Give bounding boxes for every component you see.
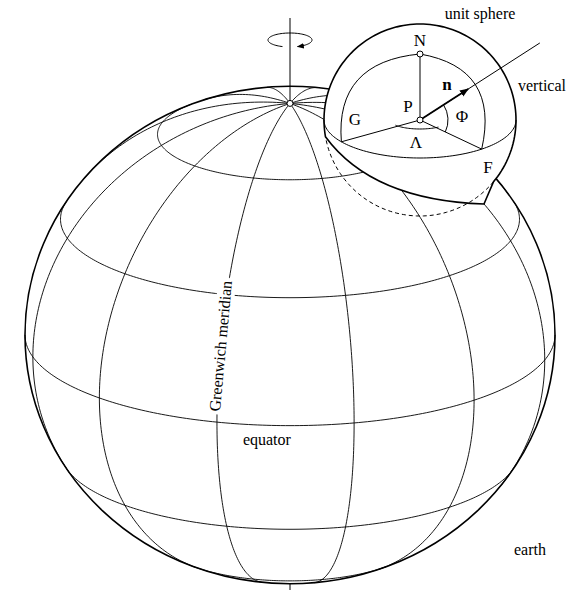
parallel-line bbox=[61, 202, 520, 298]
unit-sphere-lines bbox=[324, 43, 540, 158]
direction-label: vertical bbox=[518, 78, 566, 94]
point-label: N bbox=[414, 32, 426, 49]
rotation-arrow bbox=[268, 33, 312, 47]
point-marker bbox=[417, 51, 423, 57]
hidden-sphere-edge bbox=[325, 137, 493, 216]
meridian-line bbox=[267, 87, 290, 103]
point-label: F bbox=[483, 159, 492, 176]
meridian-label: Greenwich meridian bbox=[205, 277, 235, 415]
vector-label: n bbox=[442, 76, 451, 93]
north-pole bbox=[287, 100, 293, 106]
point-label: G bbox=[349, 111, 361, 128]
meridian-line bbox=[99, 103, 290, 567]
axis-direction bbox=[420, 54, 421, 120]
body-label: earth bbox=[514, 542, 546, 558]
angle-label: Φ bbox=[456, 108, 468, 125]
sphere-label: unit sphere bbox=[445, 6, 516, 22]
latitude-angle-arc bbox=[444, 105, 448, 132]
unit-sphere bbox=[324, 24, 516, 204]
point-marker bbox=[417, 117, 423, 123]
rotation-axis bbox=[290, 584, 291, 590]
parallel-line bbox=[67, 470, 512, 530]
rotation-axis bbox=[290, 18, 291, 103]
parallel-line bbox=[193, 566, 387, 580]
point-label: P bbox=[403, 98, 412, 115]
angle-label: Λ bbox=[410, 134, 422, 151]
meridian-line bbox=[290, 88, 317, 104]
longitude-angle-arc bbox=[395, 125, 438, 129]
equator-label: equator bbox=[240, 431, 294, 449]
equator-line bbox=[25, 335, 555, 426]
meridian-line bbox=[33, 103, 290, 473]
local-direction bbox=[420, 120, 482, 149]
local-meridian-arc bbox=[420, 54, 485, 149]
meridian-line bbox=[84, 102, 290, 179]
